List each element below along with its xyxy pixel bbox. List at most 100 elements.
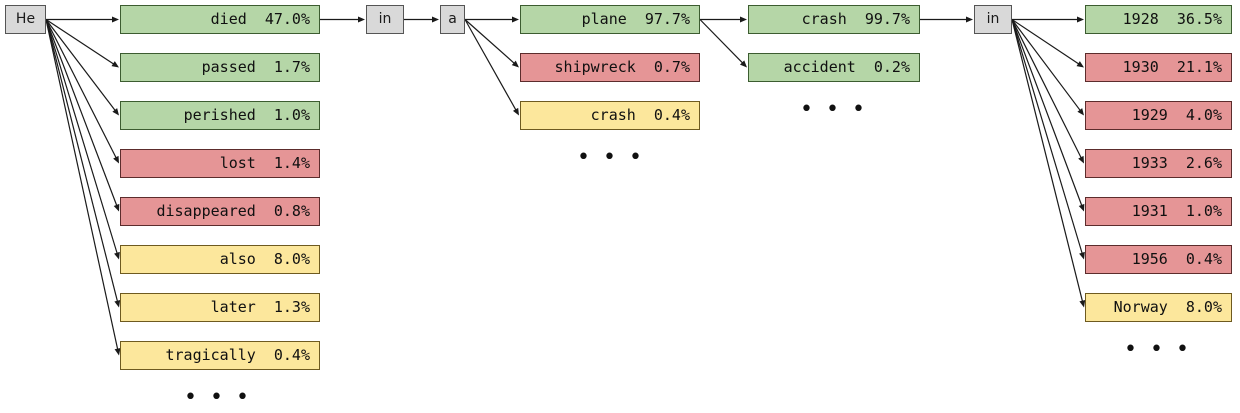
candidate-word: accident [783,58,856,76]
candidate-box: passed 1.7% [120,53,320,82]
candidate-probability: 36.5% [1176,10,1222,28]
candidate-box: died 47.0% [120,5,320,34]
candidate-probability: 0.2% [873,58,910,76]
candidate-box: later 1.3% [120,293,320,322]
candidate-gap [1168,154,1186,172]
candidate-probability: 47.0% [264,10,310,28]
candidate-probability: 4.0% [1185,106,1222,124]
candidate-gap [256,106,274,124]
candidate-box: lost 1.4% [120,149,320,178]
candidate-word: 1933 [1131,154,1168,172]
edge-arrow [1011,19,1084,164]
candidate-gap [627,10,645,28]
candidate-box: perished 1.0% [120,101,320,130]
candidate-box: tragically 0.4% [120,341,320,370]
edge-arrow [45,19,120,212]
candidate-box: crash 0.4% [520,101,700,130]
candidate-gap [636,58,654,76]
edge-arrow [920,16,973,23]
candidate-word: 1931 [1131,202,1168,220]
candidate-probability: 1.4% [273,154,310,172]
edge-arrow [1011,19,1085,260]
edge-arrow [1011,19,1085,212]
candidate-word: 1928 [1122,10,1159,28]
ellipsis-more-indicator: • • • [577,145,645,170]
candidate-gap [1168,202,1186,220]
candidate-gap [1168,250,1186,268]
edge-arrow [404,16,439,23]
candidate-probability: 21.1% [1176,58,1222,76]
candidate-box: also 8.0% [120,245,320,274]
edge-arrow [45,19,121,308]
edge-arrow [699,19,747,68]
candidate-word: 1956 [1131,250,1168,268]
candidate-gap [256,250,274,268]
candidate-word: disappeared [156,202,256,220]
token-node-a: a [440,5,465,34]
candidate-word: plane [581,10,627,28]
token-node-he: He [5,5,46,34]
candidate-probability: 0.7% [653,58,690,76]
candidate-word: crash [590,106,636,124]
candidate-word: shipwreck [554,58,636,76]
candidate-box: shipwreck 0.7% [520,53,700,82]
candidate-box: 1928 36.5% [1085,5,1232,34]
edge-arrow [320,16,365,23]
ellipsis-more-indicator: • • • [1124,337,1192,362]
ellipsis-more-indicator: • • • [800,97,868,122]
candidate-word: died [210,10,247,28]
candidate-probability: 0.8% [273,202,310,220]
candidate-gap [247,10,265,28]
candidate-probability: 1.7% [273,58,310,76]
candidate-box: 1930 21.1% [1085,53,1232,82]
candidate-box: crash 99.7% [748,5,920,34]
candidate-gap [256,58,274,76]
edge-arrow [1012,16,1084,23]
candidate-gap [636,106,654,124]
edge-arrow [45,19,120,260]
candidate-probability: 2.6% [1185,154,1222,172]
edge-arrow [1011,19,1084,68]
candidate-probability: 99.7% [864,10,910,28]
candidate-word: lost [219,154,256,172]
candidate-probability: 97.7% [644,10,690,28]
token-node-in: in [974,5,1012,34]
candidate-gap [256,202,274,220]
ellipsis-more-indicator: • • • [184,385,252,410]
candidate-word: Norway [1113,298,1168,316]
candidate-word: later [210,298,256,316]
candidate-gap [256,154,274,172]
edge-arrow [1011,19,1086,308]
edge-arrow [45,18,119,68]
candidate-box: 1933 2.6% [1085,149,1232,178]
candidate-word: also [219,250,256,268]
candidate-box: accident 0.2% [748,53,920,82]
token-node-in: in [366,5,404,34]
candidate-gap [856,58,874,76]
edge-arrow [464,19,519,116]
candidate-word: perished [183,106,256,124]
candidate-probability: 1.0% [1185,202,1222,220]
candidate-box: 1931 1.0% [1085,197,1232,226]
candidate-box: plane 97.7% [520,5,700,34]
candidate-probability: 0.4% [1185,250,1222,268]
candidate-probability: 1.3% [273,298,310,316]
edge-arrow [464,19,519,68]
candidate-gap [1168,106,1186,124]
candidate-word: crash [801,10,847,28]
candidate-gap [847,10,865,28]
edge-arrow [45,19,119,116]
candidate-box: 1929 4.0% [1085,101,1232,130]
candidate-box: disappeared 0.8% [120,197,320,226]
candidate-probability: 0.4% [273,346,310,364]
edge-arrow [465,16,519,23]
candidate-gap [1159,10,1177,28]
candidate-gap [1168,298,1186,316]
candidate-box: Norway 8.0% [1085,293,1232,322]
edge-arrow [700,16,747,23]
candidate-box: 1956 0.4% [1085,245,1232,274]
candidate-word: 1929 [1131,106,1168,124]
candidate-gap [256,298,274,316]
candidate-word: passed [201,58,256,76]
